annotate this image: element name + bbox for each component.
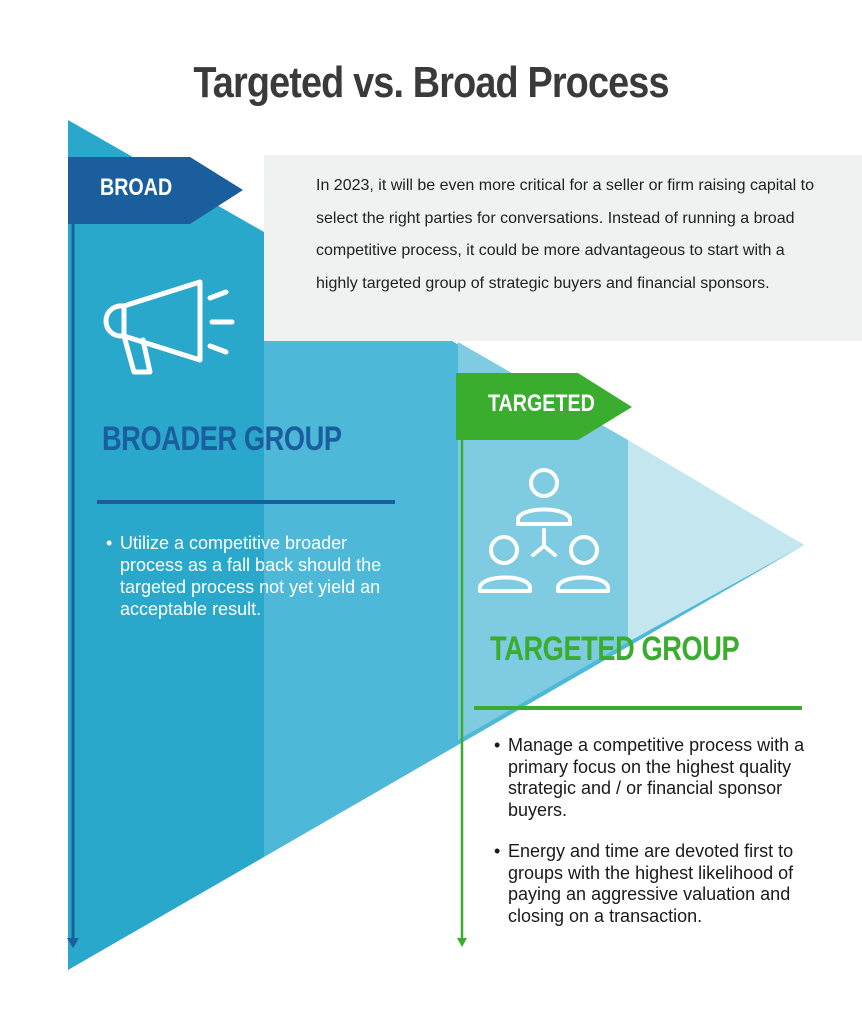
megaphone-icon	[103, 279, 235, 375]
targeted-flag	[456, 373, 632, 440]
targeted-bullet: Energy and time are devoted first to gro…	[494, 841, 814, 927]
targeted-arrow-head	[457, 938, 467, 947]
targeted-triangle-light	[628, 440, 804, 642]
targeted-flag-label: TARGETED	[488, 390, 595, 417]
broader-group-title: BROADER GROUP	[102, 420, 342, 458]
targeted-bullet: Manage a competitive process with a prim…	[494, 735, 814, 821]
intro-text: In 2023, it will be even more critical f…	[316, 177, 814, 292]
page-title: Targeted vs. Broad Process	[193, 58, 669, 107]
broad-flag-label: BROAD	[100, 174, 173, 201]
broader-bullet: Utilize a competitive broader process as…	[106, 532, 396, 620]
intro-box	[264, 155, 862, 341]
people-network-icon	[478, 468, 610, 593]
broad-arrow-head	[67, 938, 79, 948]
broad-flag	[68, 157, 243, 224]
targeted-divider	[474, 706, 802, 710]
targeted-group-title: TARGETED GROUP	[490, 630, 740, 668]
broader-divider	[97, 500, 395, 504]
targeted-bullet-list: Manage a competitive process with a prim…	[494, 735, 814, 927]
broader-bullet-list: Utilize a competitive broader process as…	[106, 532, 396, 620]
